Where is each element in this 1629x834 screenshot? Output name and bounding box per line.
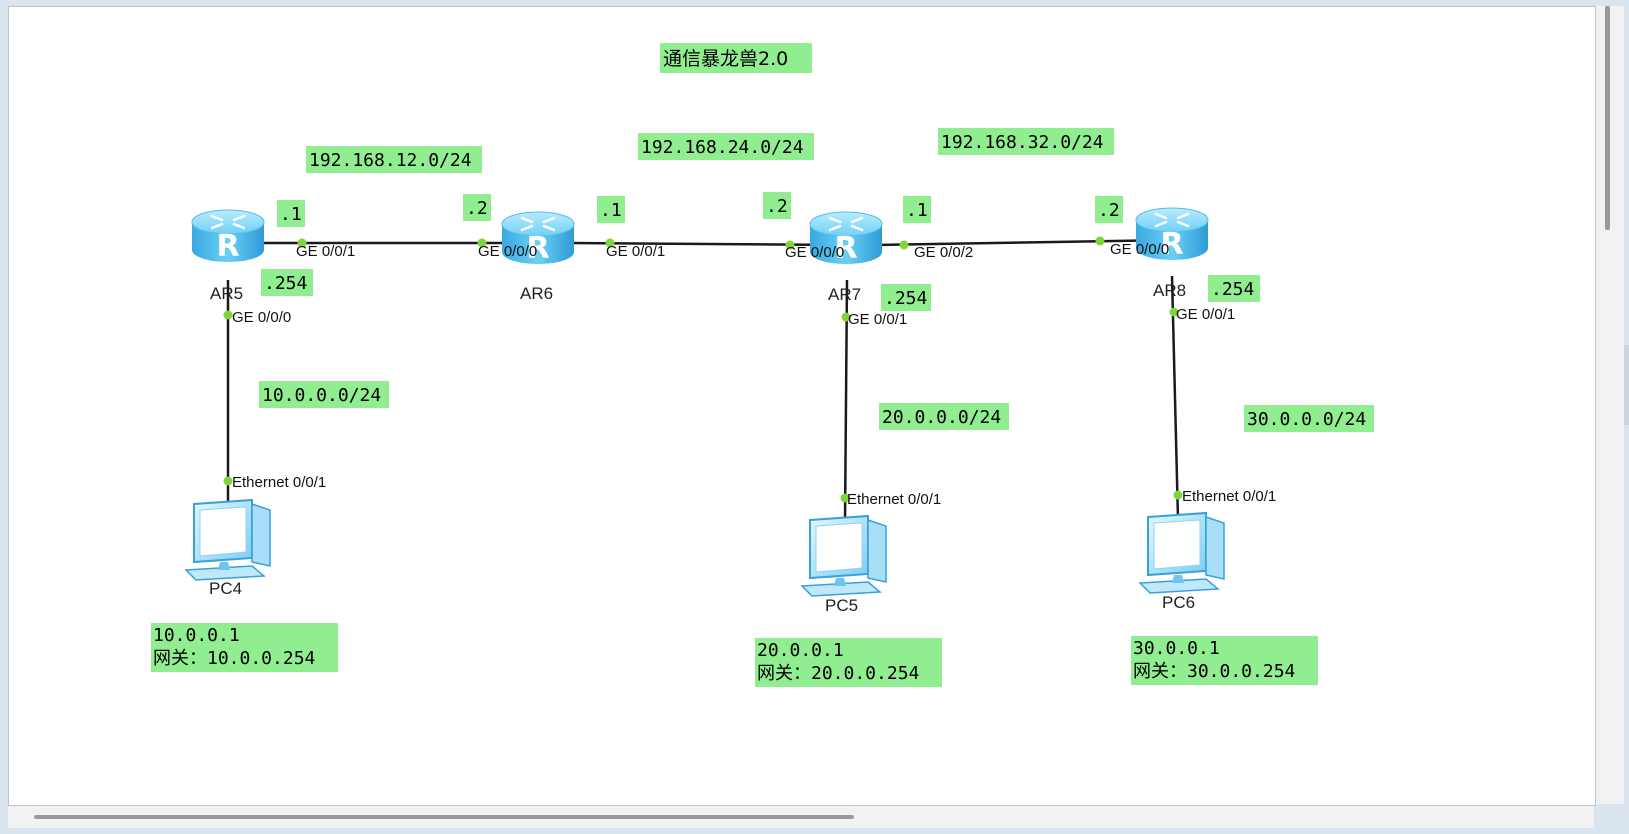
device-name: PC5 bbox=[825, 596, 858, 615]
port-label: GE 0/0/1 bbox=[606, 243, 665, 260]
octet-box bbox=[881, 284, 931, 311]
octet-box bbox=[597, 196, 625, 223]
pc-ip-label: 10.0.0.1 bbox=[153, 625, 240, 646]
octet-box bbox=[903, 196, 931, 223]
octet-box bbox=[1208, 275, 1260, 302]
subnet-label: 192.168.24.0/24 bbox=[641, 137, 804, 158]
pc-config-box bbox=[755, 638, 942, 687]
pc-gateway-label: 网关：20.0.0.254 bbox=[757, 663, 919, 684]
port-label: GE 0/0/2 bbox=[914, 244, 973, 261]
host-octet-label: .2 bbox=[1098, 200, 1120, 221]
port-dot bbox=[223, 310, 233, 320]
port-dot bbox=[841, 312, 851, 322]
side-panel-handle[interactable] bbox=[1624, 345, 1629, 425]
port-dot bbox=[477, 238, 487, 248]
port-label: GE 0/0/0 bbox=[785, 244, 844, 261]
link-ar8-pc6[interactable] bbox=[1170, 275, 1180, 521]
octet-box bbox=[261, 269, 313, 296]
pc-gateway-label: 网关：10.0.0.254 bbox=[153, 648, 315, 669]
link-ar6-ar7[interactable] bbox=[571, 241, 845, 247]
host-octet-label: .2 bbox=[766, 196, 788, 217]
vertical-scroll-thumb[interactable] bbox=[1605, 6, 1610, 230]
host-octet-label: .254 bbox=[1211, 279, 1254, 300]
pc-config-box bbox=[1131, 636, 1318, 685]
host-octet-label: .254 bbox=[884, 288, 927, 309]
title-box bbox=[660, 43, 812, 73]
port-label: Ethernet 0/0/1 bbox=[1182, 488, 1276, 505]
port-dot bbox=[1095, 236, 1105, 246]
pc-icon bbox=[185, 499, 271, 581]
port-label: Ethernet 0/0/1 bbox=[232, 474, 326, 491]
octet-box bbox=[1095, 196, 1123, 223]
device-name: AR6 bbox=[520, 284, 553, 303]
octet-box bbox=[763, 192, 791, 219]
subnet-label: 30.0.0.0/24 bbox=[1247, 409, 1366, 430]
host-octet-label: .1 bbox=[906, 200, 928, 221]
port-label: GE 0/0/0 bbox=[1110, 241, 1169, 258]
router-ar5[interactable] bbox=[190, 208, 266, 266]
pc-ip-label: 20.0.0.1 bbox=[757, 640, 844, 661]
pc-config-box bbox=[151, 623, 338, 672]
subnet-box bbox=[879, 403, 1009, 430]
subnet-box bbox=[638, 133, 814, 160]
link-ar7-ar8[interactable] bbox=[877, 238, 1171, 247]
port-label: Ethernet 0/0/1 bbox=[847, 491, 941, 508]
port-dot bbox=[605, 238, 615, 248]
subnet-box bbox=[1244, 405, 1374, 432]
port-dot bbox=[1169, 307, 1179, 317]
horizontal-scrollbar[interactable] bbox=[8, 806, 1594, 828]
port-dot bbox=[223, 476, 233, 486]
pc-pc4[interactable] bbox=[185, 499, 271, 581]
port-dot bbox=[785, 240, 795, 250]
pc-pc6[interactable] bbox=[1139, 512, 1225, 594]
octet-box bbox=[277, 200, 305, 227]
router-icon bbox=[190, 208, 266, 266]
octet-box bbox=[463, 194, 491, 221]
port-label: GE 0/0/0 bbox=[478, 243, 537, 260]
horizontal-scroll-thumb[interactable] bbox=[34, 815, 854, 819]
subnet-label: 192.168.32.0/24 bbox=[941, 132, 1104, 153]
port-label: GE 0/0/1 bbox=[848, 311, 907, 328]
subnet-box bbox=[306, 146, 482, 173]
port-label: GE 0/0/1 bbox=[1176, 306, 1235, 323]
subnet-box bbox=[259, 381, 389, 408]
vertical-scrollbar[interactable] bbox=[1596, 6, 1624, 804]
port-label: GE 0/0/1 bbox=[296, 243, 355, 260]
subnet-label: 10.0.0.0/24 bbox=[262, 385, 381, 406]
subnet-box bbox=[938, 128, 1114, 155]
port-label: GE 0/0/0 bbox=[232, 309, 291, 326]
port-dot bbox=[899, 240, 909, 250]
pc-icon bbox=[1139, 512, 1225, 594]
host-octet-label: .2 bbox=[466, 198, 488, 219]
device-name: PC6 bbox=[1162, 593, 1195, 612]
diagram-title: 通信暴龙兽2.0 bbox=[663, 48, 788, 70]
host-octet-label: .1 bbox=[600, 200, 622, 221]
subnet-label: 20.0.0.0/24 bbox=[882, 407, 1001, 428]
device-name: AR7 bbox=[828, 285, 861, 304]
host-octet-label: .1 bbox=[280, 204, 302, 225]
pc-icon bbox=[801, 515, 887, 597]
pc-pc5[interactable] bbox=[801, 515, 887, 597]
port-dot bbox=[840, 493, 850, 503]
device-name: AR5 bbox=[210, 284, 243, 303]
device-name: AR8 bbox=[1153, 281, 1186, 300]
pc-gateway-label: 网关：30.0.0.254 bbox=[1133, 661, 1295, 682]
port-dot bbox=[297, 238, 307, 248]
host-octet-label: .254 bbox=[264, 273, 307, 294]
subnet-label: 192.168.12.0/24 bbox=[309, 150, 472, 171]
pc-ip-label: 30.0.0.1 bbox=[1133, 638, 1220, 659]
port-dot bbox=[1173, 490, 1183, 500]
device-name: PC4 bbox=[209, 579, 242, 598]
